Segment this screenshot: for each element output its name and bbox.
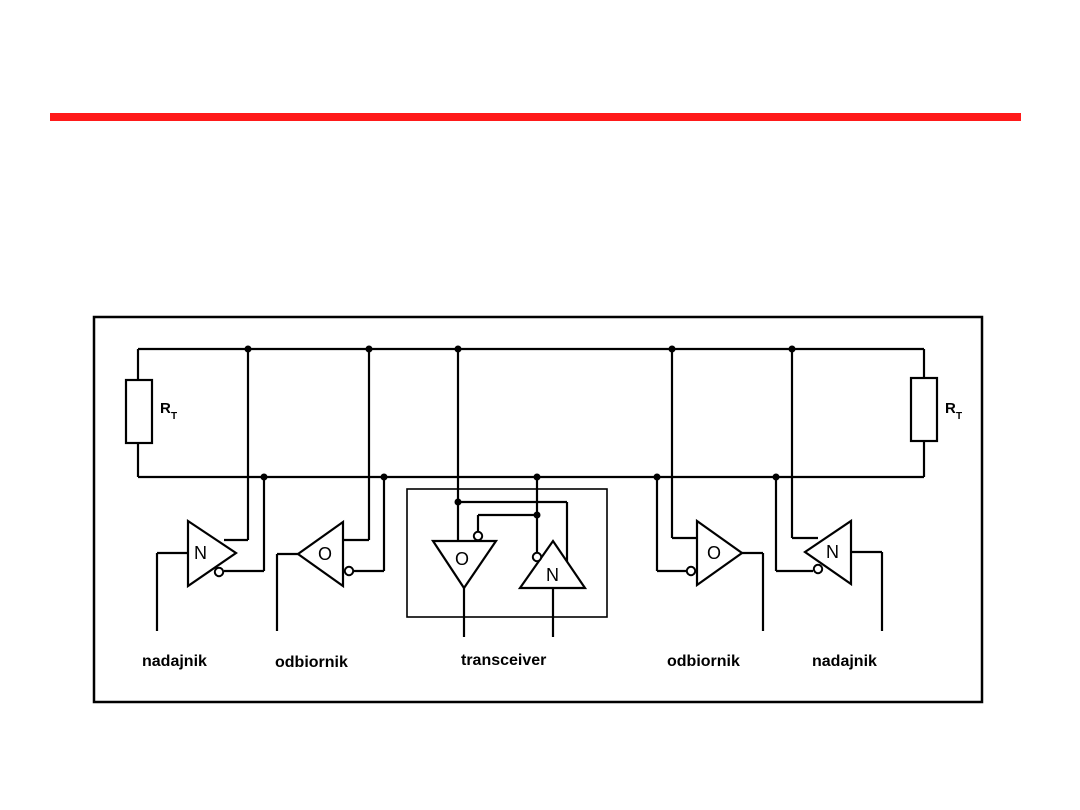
- label-transceiver: transceiver: [461, 652, 546, 669]
- label-receiver-right: odbiornik: [667, 653, 740, 670]
- resistor-right-subscript: T: [956, 411, 962, 422]
- terminator-resistor-left: R T: [124, 349, 177, 477]
- transceiver-box: [406, 488, 608, 618]
- driver-left: N: [155, 345, 268, 631]
- label-driver-left: nadajnik: [142, 653, 207, 670]
- diagram-frame: [92, 315, 984, 704]
- driver-right: N: [772, 345, 884, 631]
- label-receiver-left: odbiornik: [275, 654, 348, 671]
- receiver-left-letter: O: [318, 544, 332, 564]
- transceiver: O N: [406, 345, 608, 637]
- receiver-left: O: [275, 345, 388, 631]
- resistor-right-label: R: [945, 400, 956, 417]
- resistor-left-label: R: [160, 400, 171, 417]
- receiver-right: O: [653, 345, 765, 631]
- driver-right-letter: N: [826, 542, 839, 562]
- transceiver-receiver-letter: O: [455, 549, 469, 569]
- driver-left-letter: N: [194, 543, 207, 563]
- title-accent-rule: [50, 113, 1021, 121]
- receiver-right-letter: O: [707, 543, 721, 563]
- terminator-resistor-right: R T: [909, 349, 962, 477]
- resistor-left-subscript: T: [171, 411, 177, 422]
- label-driver-right: nadajnik: [812, 653, 877, 670]
- transceiver-driver-letter: N: [546, 565, 559, 585]
